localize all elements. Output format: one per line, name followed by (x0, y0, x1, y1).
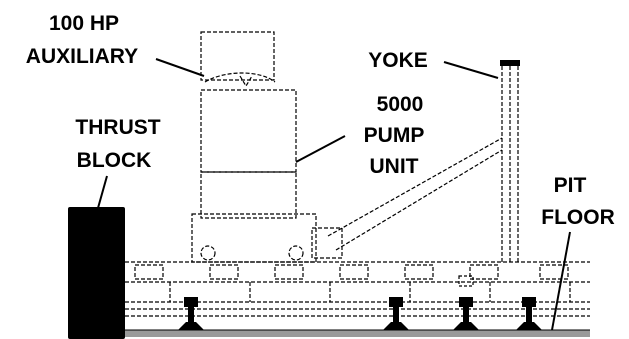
label-unit: UNIT (370, 155, 419, 178)
coupling-detail (239, 75, 253, 88)
leader-auxiliary (155, 58, 205, 77)
leader-lines (97, 58, 571, 331)
label-pump: PUMP (364, 124, 425, 147)
clamp-6 (469, 264, 499, 280)
leader-pump (295, 135, 346, 163)
motor-coupling (204, 72, 276, 83)
jack-stand-3 (453, 275, 479, 330)
label-100hp: 100 HP (49, 12, 119, 35)
yoke-assembly (327, 60, 520, 262)
pit-floor (125, 330, 590, 337)
label-pit: PIT (554, 174, 587, 197)
clamp-5 (404, 264, 434, 280)
clamp-2 (209, 264, 239, 280)
pump-skid (191, 213, 317, 263)
clamp-3 (274, 264, 304, 280)
leader-yoke (443, 61, 499, 79)
jack-stand-2 (383, 297, 409, 330)
clamp-4 (339, 264, 369, 280)
clamp-1 (134, 264, 164, 280)
label-yoke: YOKE (368, 49, 428, 72)
leader-thrust (97, 175, 108, 209)
thrust-block (68, 207, 125, 339)
brace-upper (327, 137, 503, 237)
pump-wheel-right (288, 245, 304, 261)
leader-pit (551, 231, 571, 331)
pump-body (200, 89, 297, 173)
label-5000: 5000 (377, 93, 424, 116)
auxiliary-motor (200, 31, 275, 81)
pump-wheel-left (200, 245, 216, 261)
pump-coupler (311, 227, 343, 259)
jack-stand-1 (178, 297, 204, 330)
clamp-7 (539, 264, 569, 280)
label-thrust: THRUST (75, 116, 160, 139)
pump-lower-body (200, 171, 297, 219)
jack-stand-4 (516, 297, 542, 330)
label-auxiliary: AUXILIARY (26, 45, 138, 68)
yoke-cap (500, 60, 520, 66)
trailer-frame (125, 261, 590, 317)
label-floor: FLOOR (541, 206, 615, 229)
label-block: BLOCK (77, 149, 152, 172)
jack-stands (178, 275, 542, 330)
pump-unit (191, 31, 343, 263)
brace-lower (335, 149, 503, 251)
